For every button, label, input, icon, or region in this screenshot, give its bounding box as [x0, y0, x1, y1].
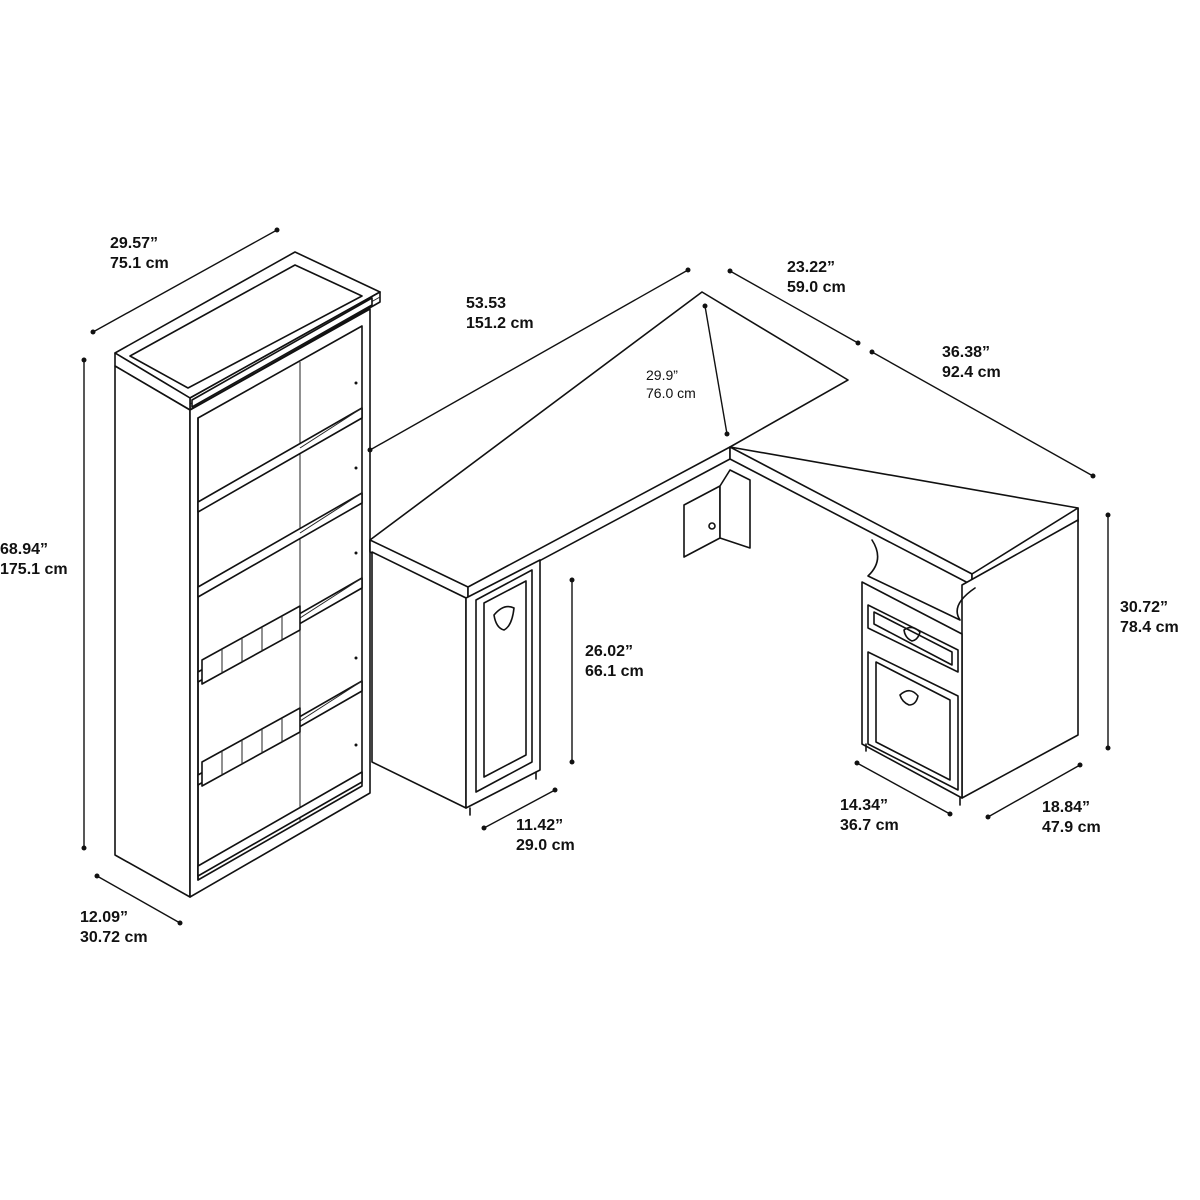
pedestal-width-cm: 29.0 cm [516, 837, 575, 854]
desk-length-cm: 151.2 cm [466, 315, 534, 332]
bookcase-left-side [114, 365, 191, 898]
cabinet-depth-in: 18.84” [1042, 799, 1091, 816]
bookcase-lattice-upper [201, 605, 301, 685]
desk-depth-label: 23.22” 59.0 cm [787, 258, 846, 298]
cabinet-width-cm: 36.7 cm [840, 817, 899, 834]
bookcase-depth-in: 12.09” [80, 909, 129, 926]
return-length-in: 36.38” [942, 344, 991, 361]
bookcase-dentil [191, 297, 373, 408]
desk-height-in: 30.72” [1120, 599, 1169, 616]
bookcase [114, 251, 381, 898]
desk-height-label: 30.72” 78.4 cm [1120, 598, 1179, 638]
pedestal-width-label: 11.42” 29.0 cm [516, 816, 575, 856]
bookcase-height-in: 68.94” [0, 541, 49, 558]
file-door-handle-icon [899, 689, 919, 706]
drawer-handle-icon [903, 626, 921, 642]
bookcase-width-cm: 75.1 cm [110, 255, 169, 272]
corner-support [683, 485, 721, 558]
left-pedestal-side [371, 551, 467, 809]
bookcase-depth-label: 12.09” 30.72 cm [80, 908, 148, 948]
knee-height-in: 26.02” [585, 643, 634, 660]
bookcase-top-inner [129, 264, 363, 389]
desk-depth-cm: 59.0 cm [787, 279, 846, 296]
cabinet-depth-cm: 47.9 cm [1042, 819, 1101, 836]
desk-length-label: 53.53 151.2 cm [466, 294, 534, 334]
l-desk [369, 291, 1079, 816]
cabinet-width-in: 14.34” [840, 797, 889, 814]
bookcase-width-label: 29.57” 75.1 cm [110, 234, 169, 274]
knee-height-label: 26.02” 66.1 cm [585, 642, 644, 682]
return-length-label: 36.38” 92.4 cm [942, 343, 1001, 383]
bookcase-depth-cm: 30.72 cm [80, 929, 148, 946]
cabinet-depth-label: 18.84” 47.9 cm [1042, 798, 1101, 838]
inner-depth-cm: 76.0 cm [646, 385, 696, 401]
desk-length-in: 53.53 [466, 295, 507, 312]
desk-top [369, 291, 1079, 594]
bookcase-lattice-lower [201, 707, 301, 787]
bookcase-width-in: 29.57” [110, 235, 159, 252]
cabinet-open-shelf [867, 539, 976, 621]
knee-height-cm: 66.1 cm [585, 663, 644, 680]
bookcase-height-label: 68.94” 175.1 cm [0, 540, 68, 580]
pedestal-width-in: 11.42” [516, 817, 564, 834]
desk-depth-in: 23.22” [787, 259, 836, 276]
cabinet-width-label: 14.34” 36.7 cm [840, 796, 899, 836]
bookcase-height-cm: 175.1 cm [0, 561, 68, 578]
desk-height-cm: 78.4 cm [1120, 619, 1179, 636]
door-handle-icon [493, 605, 515, 631]
dimension-lines [81, 227, 1111, 926]
inner-depth-in: 29.9” [646, 367, 678, 383]
inner-depth-label: 29.9” 76.0 cm [646, 366, 696, 402]
return-length-cm: 92.4 cm [942, 364, 1001, 381]
